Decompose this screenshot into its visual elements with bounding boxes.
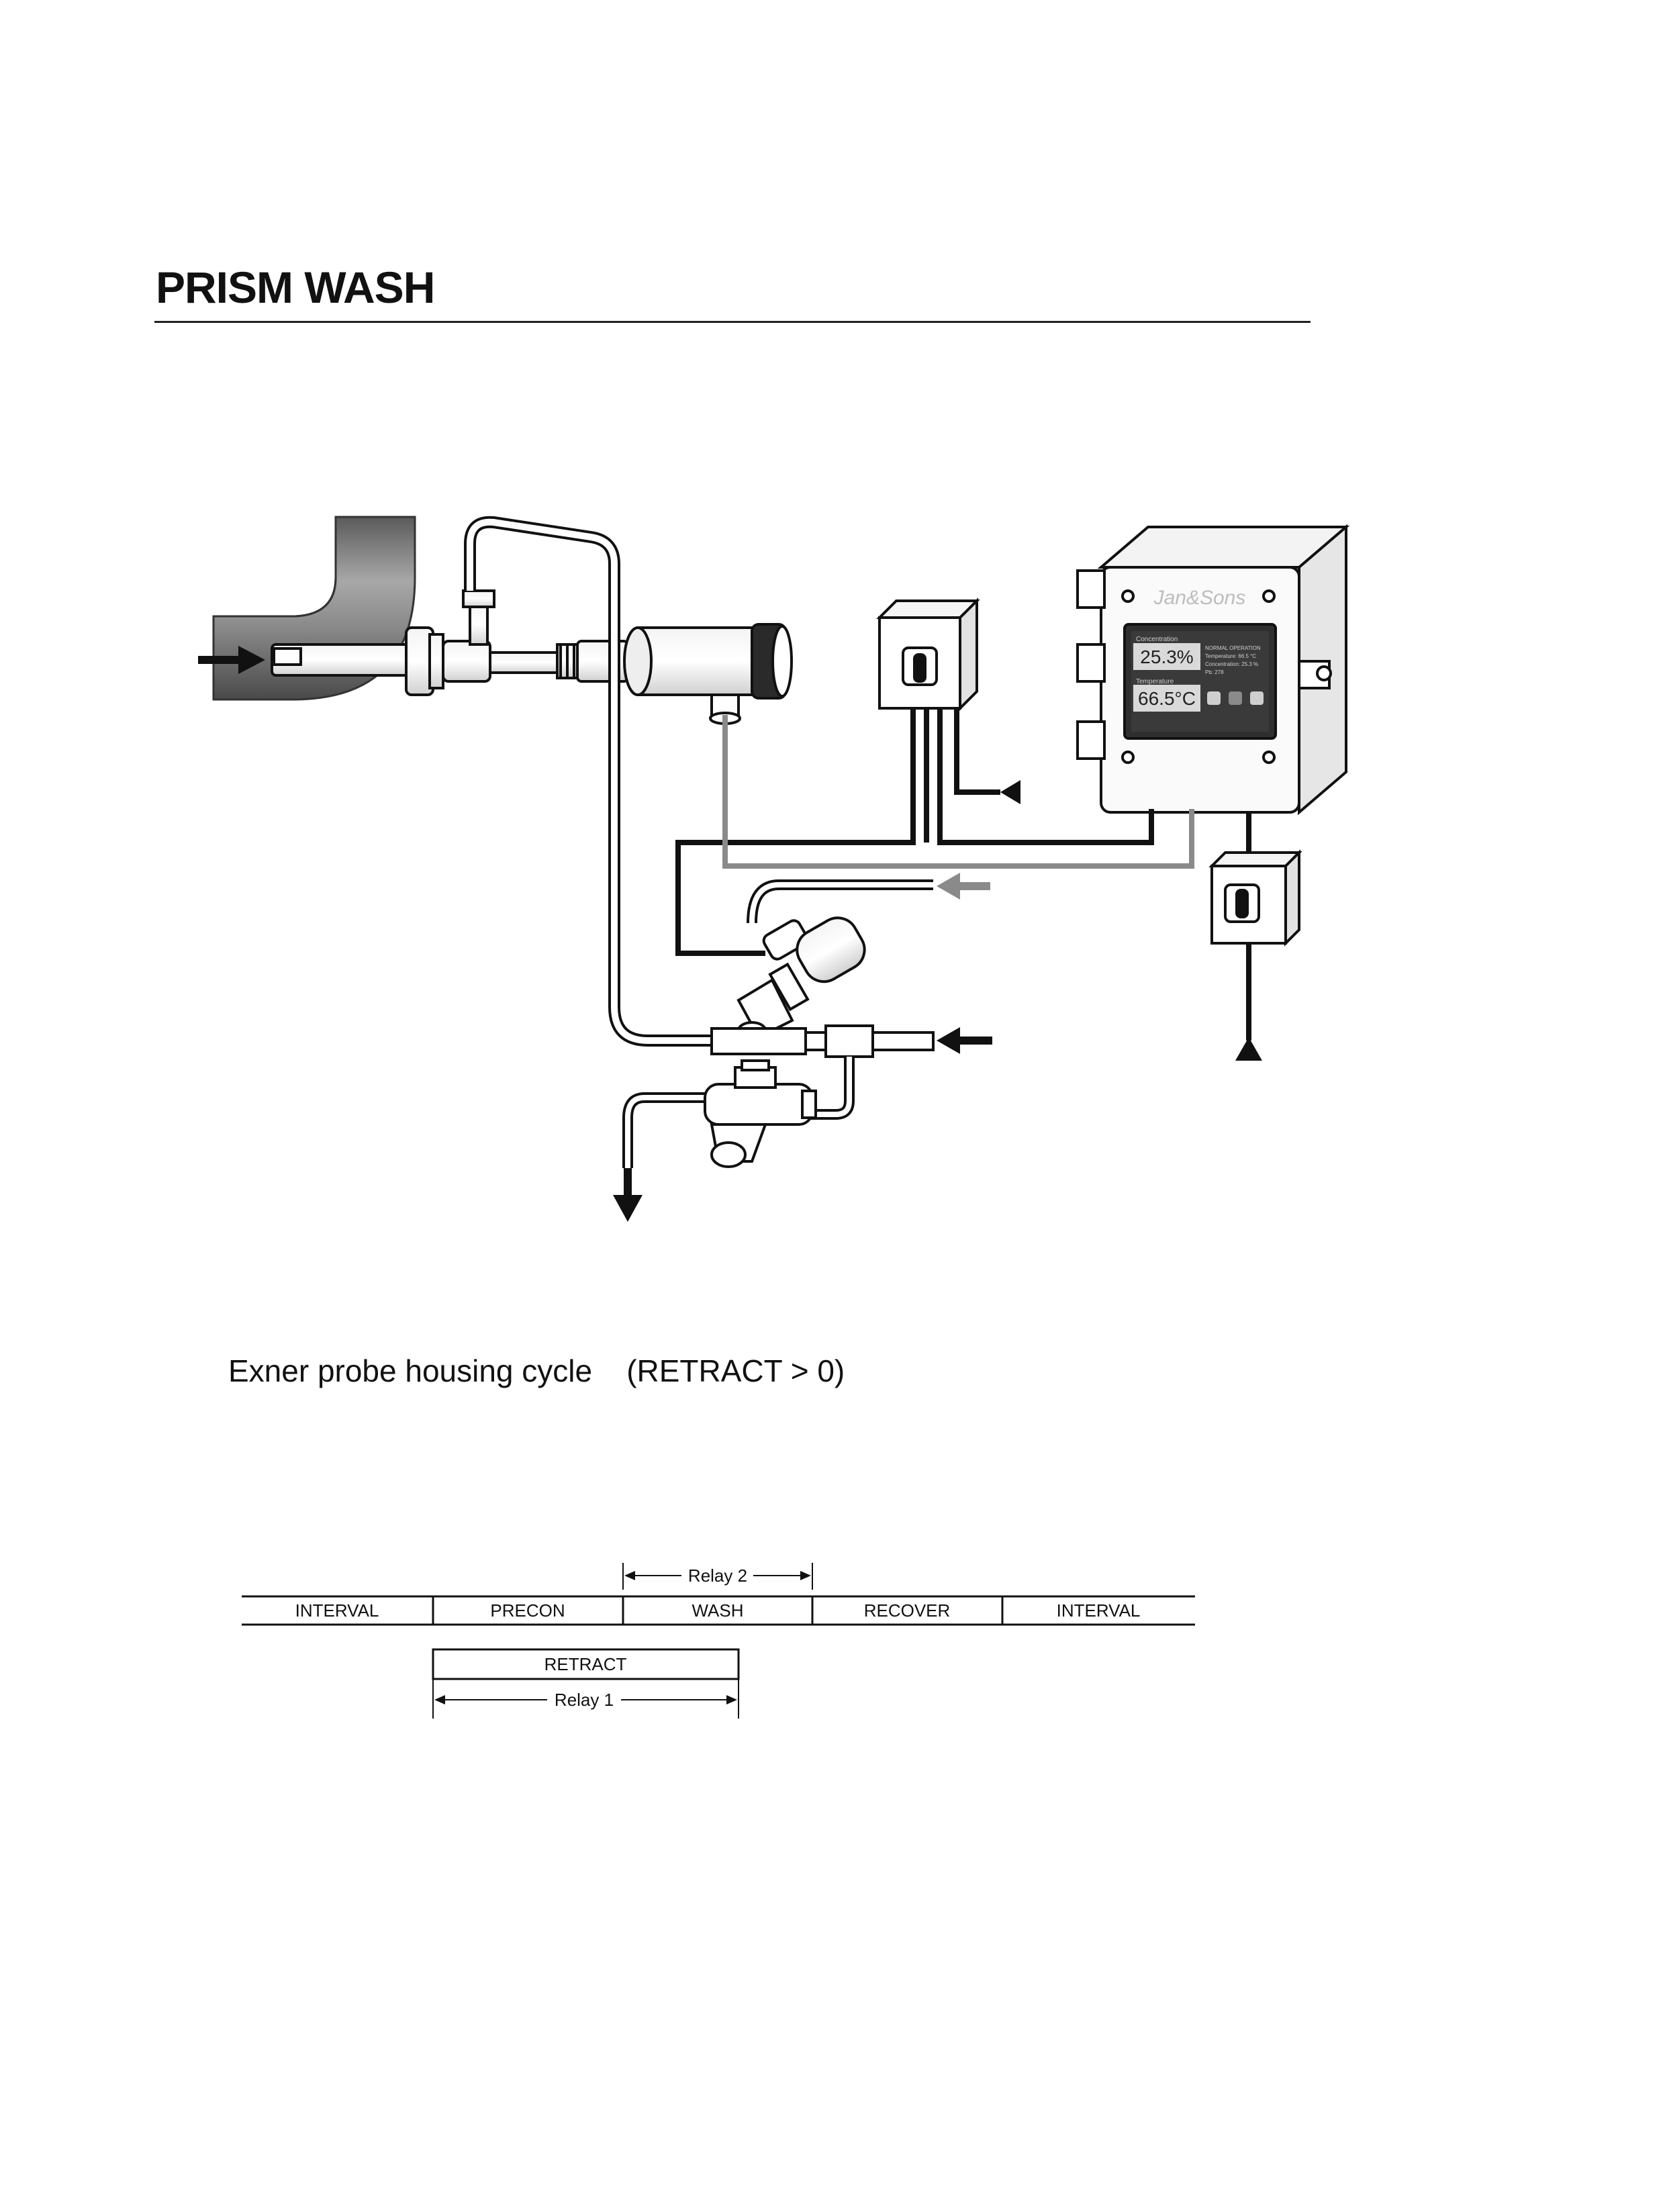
relay-2-label: Relay 2: [688, 1566, 747, 1586]
wash-valve: [736, 916, 866, 1040]
probe-inlet-arrow: [198, 646, 265, 674]
status-line-3: Concentration: 25.3 %: [1205, 661, 1258, 667]
probe-actuator: [623, 623, 793, 725]
page-title: PRISM WASH: [156, 262, 435, 312]
retract-bar: [432, 1648, 740, 1680]
phase-interval-2: INTERVAL: [1057, 1600, 1141, 1621]
grey-wiring: [722, 715, 1194, 869]
status-line-1: NORMAL OPERATION: [1205, 645, 1261, 651]
gear-icon: [1250, 691, 1264, 705]
black-wiring: [675, 708, 1251, 1041]
concentration-value: 25.3%: [1140, 646, 1193, 667]
status-line-4: Pb: 278: [1205, 669, 1224, 675]
probe-assembly: [271, 589, 629, 696]
relay-1-label: Relay 1: [555, 1690, 614, 1710]
eye-icon: [1229, 691, 1242, 705]
status-line-2: Temperature: 66.5 °C: [1205, 653, 1256, 659]
signal-arrow-left: [1000, 780, 1020, 804]
title-divider: [154, 321, 1311, 323]
power-arrow-up: [1235, 1037, 1262, 1061]
phase-wash: WASH: [692, 1600, 743, 1621]
retract-label: RETRACT: [544, 1654, 627, 1674]
switch-box-upper: [876, 597, 980, 712]
controller-display: Concentration 25.3% Temperature 66.5°C N…: [1131, 631, 1269, 732]
phase-interval-1: INTERVAL: [295, 1600, 379, 1621]
diagram-caption: Exner probe housing cycle (RETRACT > 0): [228, 1353, 845, 1388]
drain-arrow: [613, 1168, 643, 1222]
switch-box-lower: [1208, 849, 1302, 947]
phase-recover: RECOVER: [864, 1600, 951, 1621]
wash-line: [464, 516, 712, 1047]
temperature-value: 66.5°C: [1138, 688, 1196, 709]
brand-logo: Jan&Sons: [1153, 587, 1246, 609]
concentration-label: Concentration: [1136, 636, 1178, 643]
timing-diagram: INTERVAL PRECON WASH RECOVER INTERVAL Re…: [242, 1563, 1195, 1719]
air-supply-line: [747, 873, 990, 924]
temperature-label: Temperature: [1136, 678, 1174, 685]
water-supply-line: [710, 1024, 992, 1120]
phase-precon: PRECON: [490, 1600, 565, 1621]
drain-strainer: [622, 1059, 817, 1168]
check-icon: [1207, 691, 1221, 705]
